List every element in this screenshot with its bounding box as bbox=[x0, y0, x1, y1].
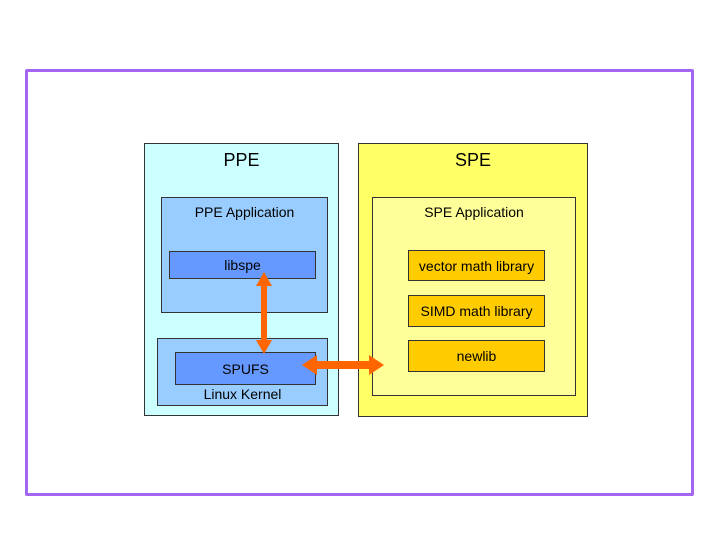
newlib-box: newlib bbox=[408, 340, 545, 372]
ppe-application-box: PPE Application libspe bbox=[161, 197, 328, 313]
linux-kernel-label: Linux Kernel bbox=[203, 386, 282, 402]
vector-math-library-label: vector math library bbox=[418, 257, 535, 274]
newlib-label: newlib bbox=[456, 348, 497, 364]
spe-title: SPE bbox=[454, 150, 492, 170]
spufs-box: SPUFS bbox=[175, 352, 316, 385]
spe-application-box: SPE Application vector math library SIMD… bbox=[372, 197, 576, 396]
simd-math-library-box: SIMD math library bbox=[408, 295, 545, 327]
slide-frame bbox=[25, 69, 694, 496]
linux-kernel-box: SPUFS Linux Kernel bbox=[157, 338, 328, 406]
simd-math-library-label: SIMD math library bbox=[420, 303, 533, 319]
spufs-label: SPUFS bbox=[222, 360, 269, 377]
libspe-box: libspe bbox=[169, 251, 316, 279]
ppe-title: PPE bbox=[223, 150, 260, 170]
ppe-application-title: PPE Application bbox=[194, 204, 295, 220]
libspe-label: libspe bbox=[224, 257, 261, 273]
ppe-group: PPE PPE Application libspe SPUFS Linux K… bbox=[144, 143, 339, 416]
spe-group: SPE SPE Application vector math library … bbox=[358, 143, 588, 417]
vector-math-library-box: vector math library bbox=[408, 250, 545, 281]
spe-application-title: SPE Application bbox=[424, 204, 524, 220]
